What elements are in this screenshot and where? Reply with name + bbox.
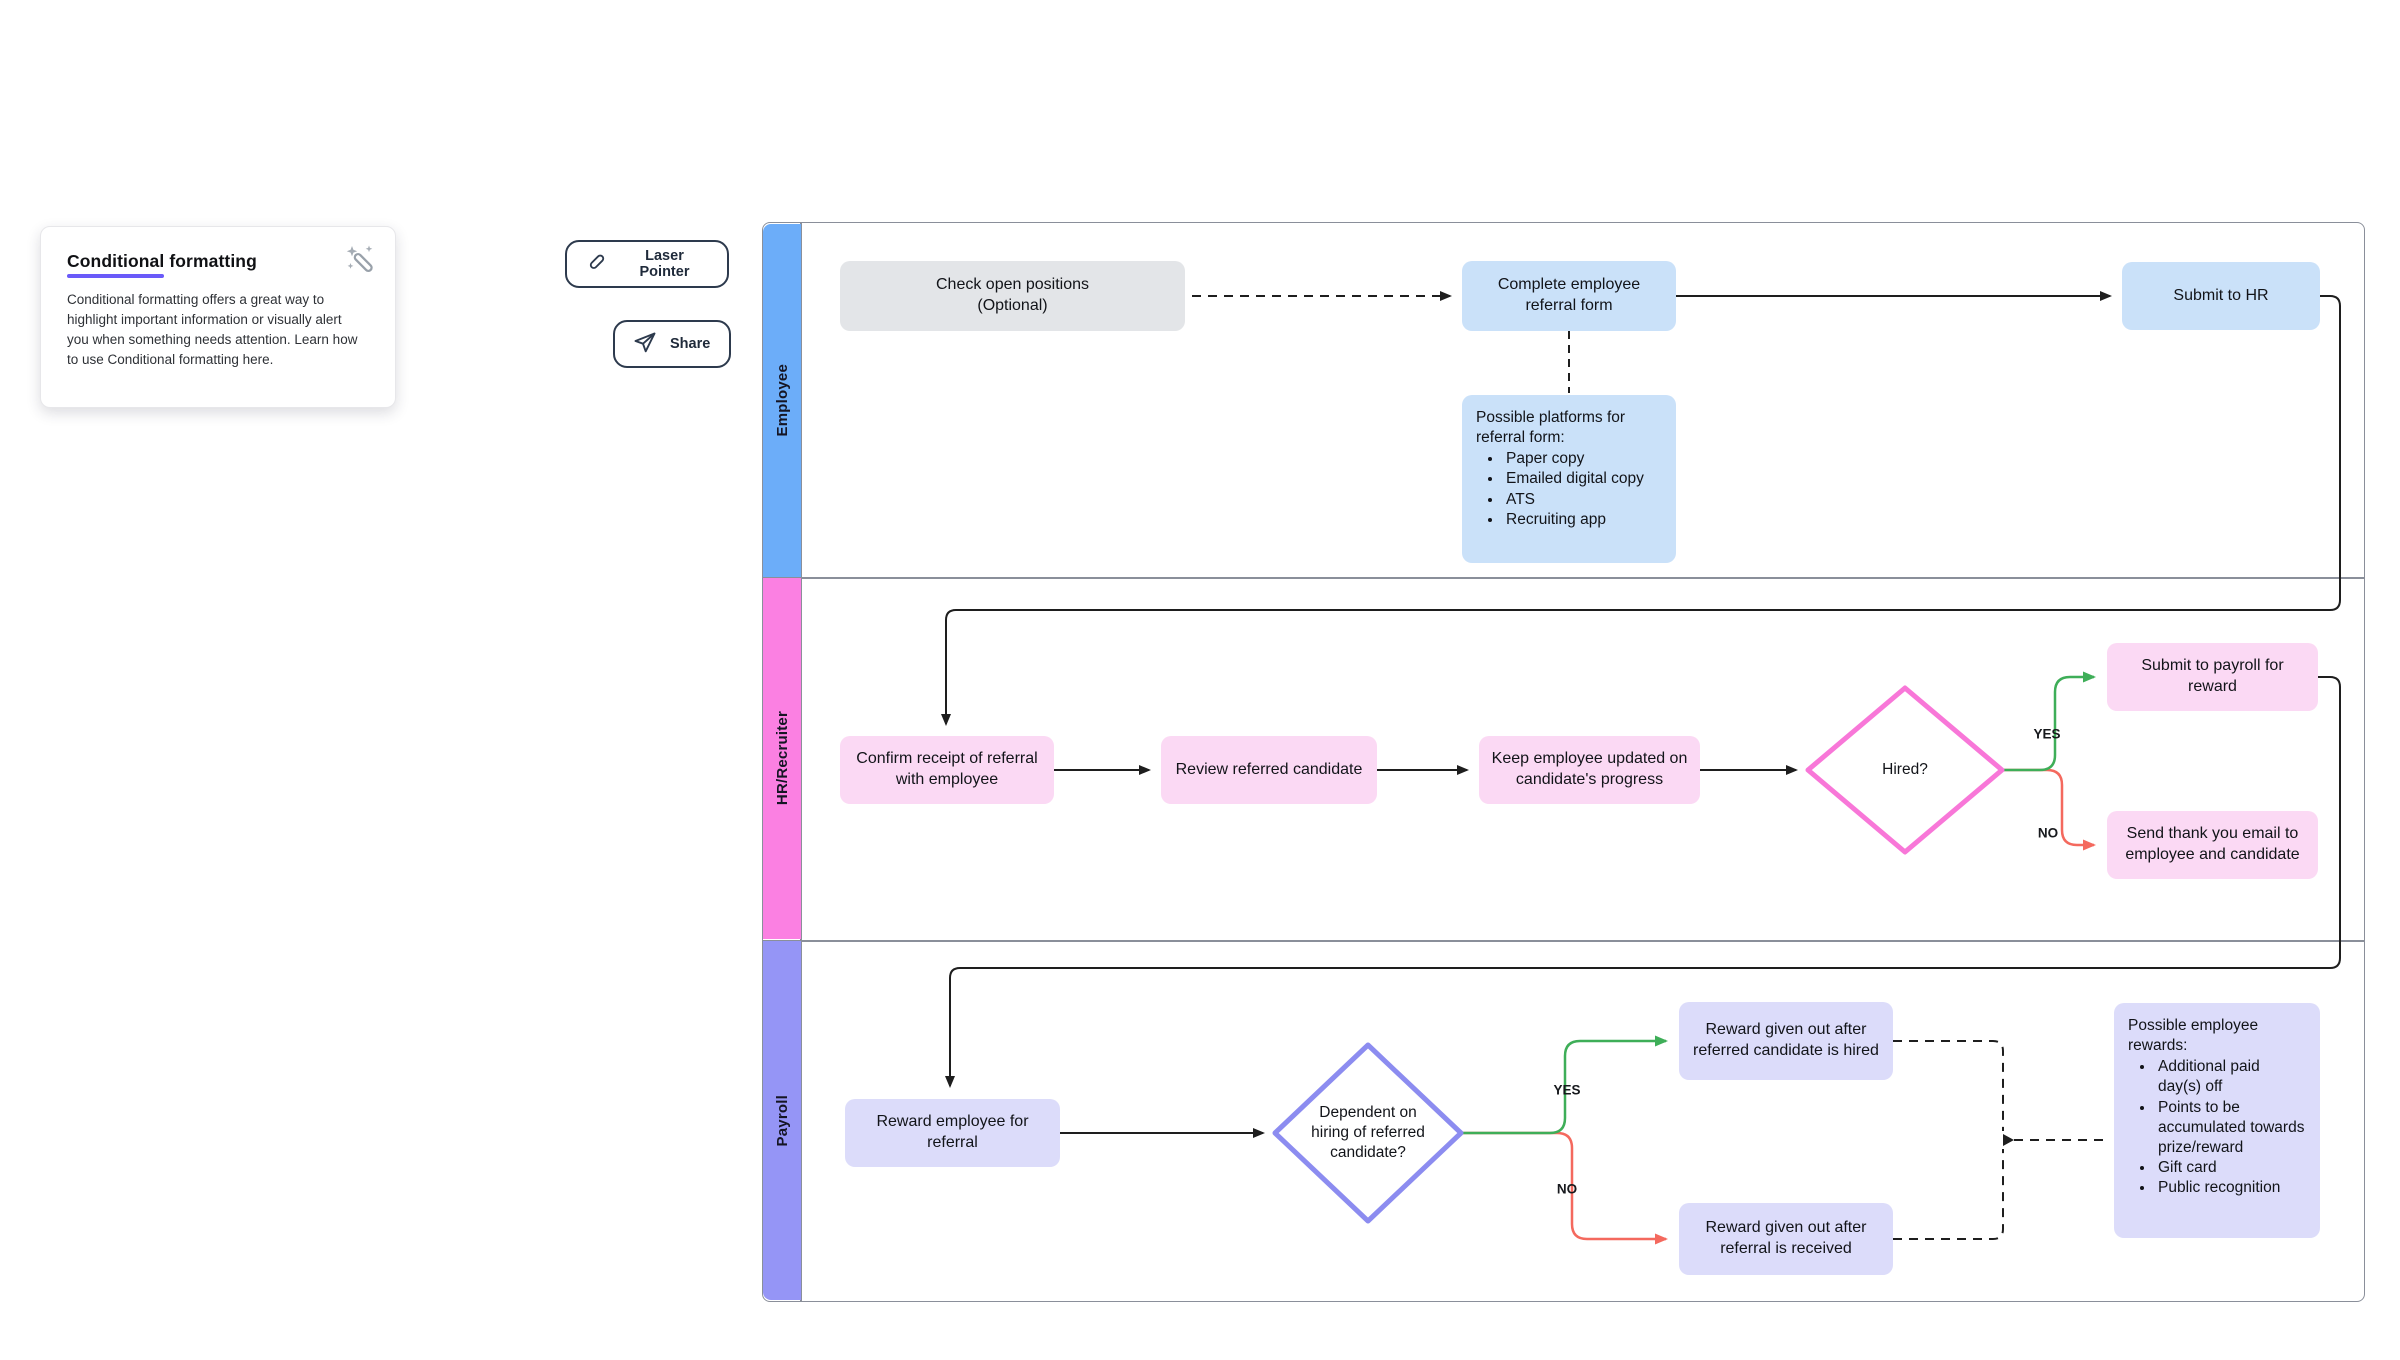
node-thank-you-email[interactable]: Send thank you email to employee and can… (2107, 811, 2318, 879)
node-submit-to-hr[interactable]: Submit to HR (2122, 262, 2320, 330)
note-platforms[interactable]: Possible platforms for referral form: Pa… (1462, 395, 1676, 563)
lane-payroll-label: Payroll (773, 1094, 791, 1147)
laser-pointer-icon (585, 251, 607, 277)
bullet-item: Recruiting app (1503, 510, 1662, 530)
decision-hired-label: Hired? (1882, 760, 1928, 778)
bullet-item: Paper copy (1503, 449, 1662, 469)
node-confirm-receipt[interactable]: Confirm receipt of referral with employe… (840, 736, 1054, 804)
tooltip-body: Conditional formatting offers a great wa… (67, 292, 358, 367)
edge-label-hired-no: NO (2037, 825, 2059, 841)
bullet-item: Emailed digital copy (1503, 469, 1662, 489)
lane-employee[interactable]: Employee (763, 224, 801, 577)
node-review-candidate[interactable]: Review referred candidate (1161, 736, 1377, 804)
node-reward-employee[interactable]: Reward employee for referral (845, 1099, 1060, 1167)
bullet-item: Points to be accumulated towards prize/r… (2155, 1098, 2306, 1158)
tooltip-title-rest: formatting (169, 251, 257, 271)
decision-dependent-label: Dependent on hiring of referred candidat… (1311, 1103, 1425, 1162)
node-complete-referral-form[interactable]: Complete employee referral form (1462, 261, 1676, 331)
node-reward-after-hired[interactable]: Reward given out after referred candidat… (1679, 1002, 1893, 1080)
lane-divider-1 (762, 577, 2365, 579)
share-label: Share (670, 336, 711, 352)
node-reward-after-received[interactable]: Reward given out after referral is recei… (1679, 1203, 1893, 1275)
lane-employee-label: Employee (773, 364, 791, 437)
note-rewards-intro: Possible employee rewards: (2128, 1017, 2259, 1055)
lane-divider-2 (762, 940, 2365, 942)
note-rewards-list: Additional paid day(s) offPoints to be a… (2128, 1057, 2306, 1198)
node-check-open-positions[interactable]: Check open positions (Optional) (840, 261, 1185, 331)
laser-pointer-button[interactable]: Laser Pointer (565, 240, 729, 288)
bullet-item: Gift card (2155, 1158, 2306, 1178)
lane-hr-recruiter[interactable]: HR/Recruiter (763, 578, 801, 939)
bullet-item: ATS (1503, 490, 1662, 510)
laser-pointer-label: Laser Pointer (639, 248, 690, 280)
share-button[interactable]: Share (613, 320, 731, 368)
edge-label-dependent-yes: YES (1553, 1082, 1581, 1098)
edge-label-dependent-no: NO (1556, 1181, 1578, 1197)
lane-payroll[interactable]: Payroll (763, 941, 801, 1300)
paper-plane-icon (633, 330, 657, 358)
tooltip-title-underlined: Conditional (67, 251, 165, 278)
node-submit-to-payroll[interactable]: Submit to payroll for reward (2107, 643, 2318, 711)
magic-wand-icon (343, 243, 377, 282)
note-platforms-intro: Possible platforms for referral form: (1476, 409, 1626, 447)
lane-hr-recruiter-label: HR/Recruiter (773, 711, 791, 806)
bullet-item: Additional paid day(s) off (2155, 1057, 2306, 1097)
note-platforms-list: Paper copyEmailed digital copyATSRecruit… (1476, 449, 1662, 530)
edge-label-hired-yes: YES (2033, 726, 2061, 742)
swimlane-frame (762, 222, 2365, 1302)
bullet-item: Public recognition (2155, 1178, 2306, 1198)
note-rewards[interactable]: Possible employee rewards: Additional pa… (2114, 1003, 2320, 1238)
node-keep-updated[interactable]: Keep employee updated on candidate's pro… (1479, 736, 1700, 804)
